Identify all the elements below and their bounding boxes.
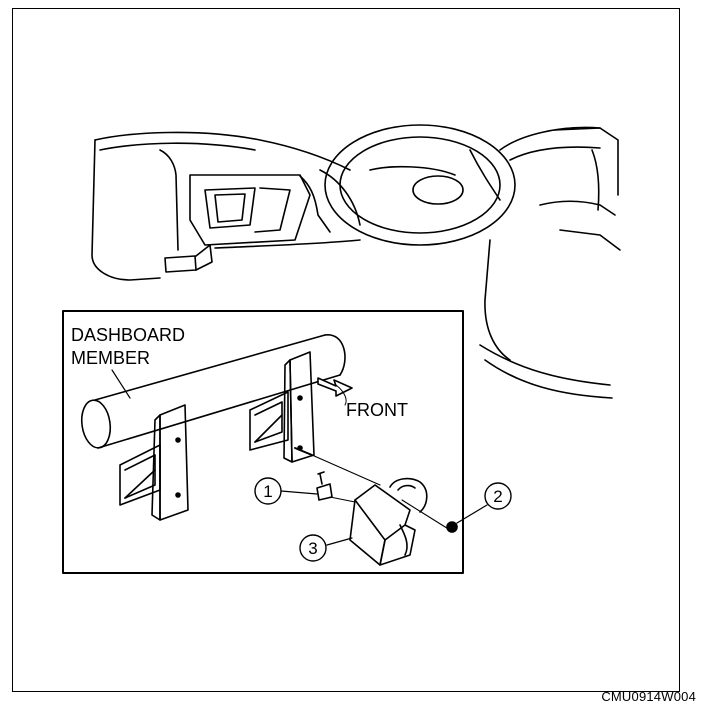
dashboard-member-label-line1: DASHBOARD — [71, 325, 185, 345]
callout-3: 3 — [299, 534, 327, 562]
dashboard-member-label-line2: MEMBER — [71, 348, 150, 368]
svg-text:3: 3 — [308, 539, 317, 558]
document-code: CMU0914W004 — [601, 689, 696, 704]
dashboard-scene — [91, 124, 621, 399]
front-arrow-icon — [317, 377, 353, 397]
front-label: FRONT — [346, 400, 408, 420]
detail-inset-frame — [62, 310, 464, 574]
diagram-frame — [12, 8, 680, 692]
callout-2: 2 — [484, 482, 512, 510]
callout-1: 1 — [254, 477, 282, 505]
module-unit — [311, 454, 451, 566]
svg-text:2: 2 — [493, 487, 502, 506]
svg-text:1: 1 — [263, 482, 272, 501]
nut-part — [446, 504, 488, 533]
clip-part — [316, 471, 356, 503]
dashboard-member-detail — [80, 334, 346, 521]
